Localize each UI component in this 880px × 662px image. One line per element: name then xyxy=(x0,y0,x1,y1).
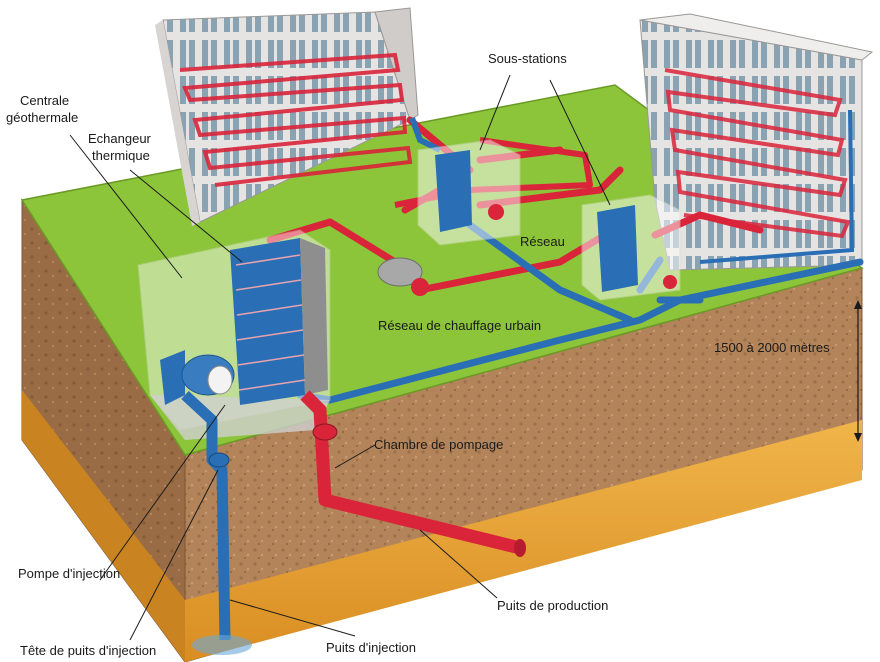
production-well-pipe xyxy=(300,390,522,555)
network-pump xyxy=(377,257,429,296)
building-left-heating-coil xyxy=(179,52,413,187)
building-left xyxy=(155,7,419,226)
label-chambre-pompage: Chambre de pompage xyxy=(374,437,503,452)
label-pompe-injection: Pompe d'injection xyxy=(18,566,120,581)
injection-dispersion xyxy=(192,635,252,655)
production-pipe-end xyxy=(514,539,526,557)
label-echangeur-1: Echangeur xyxy=(88,131,152,146)
injection-pump xyxy=(160,350,235,405)
label-centrale-1: Centrale xyxy=(20,93,69,108)
substation-1 xyxy=(417,139,521,246)
label-echangeur-2: thermique xyxy=(92,148,150,163)
label-puits-production: Puits de production xyxy=(497,598,608,613)
cold-return-pipe xyxy=(296,221,864,404)
building-right xyxy=(639,13,874,271)
building-right-heating-coil xyxy=(664,68,851,239)
building-right-return-coil xyxy=(699,109,855,264)
heat-exchanger xyxy=(230,238,328,405)
label-centrale-2: géothermale xyxy=(6,110,78,125)
label-reseau-chauffage: Réseau de chauffage urbain xyxy=(378,318,541,333)
label-profondeur: 1500 à 2000 mètres xyxy=(714,340,830,355)
depth-arrow xyxy=(854,300,862,442)
pumping-chamber-valve xyxy=(312,423,338,441)
label-sous-stations: Sous-stations xyxy=(488,51,567,66)
label-puits-injection: Puits d'injection xyxy=(326,640,416,655)
aquifer-layer-front xyxy=(22,390,185,662)
label-tete-puits: Tête de puits d'injection xyxy=(20,643,156,658)
label-reseau: Réseau xyxy=(520,234,565,249)
leader-lines xyxy=(69,74,611,641)
injection-wellhead-valve xyxy=(208,452,230,468)
cold-return-pipe-building1 xyxy=(409,116,442,153)
substation-2 xyxy=(581,194,681,301)
